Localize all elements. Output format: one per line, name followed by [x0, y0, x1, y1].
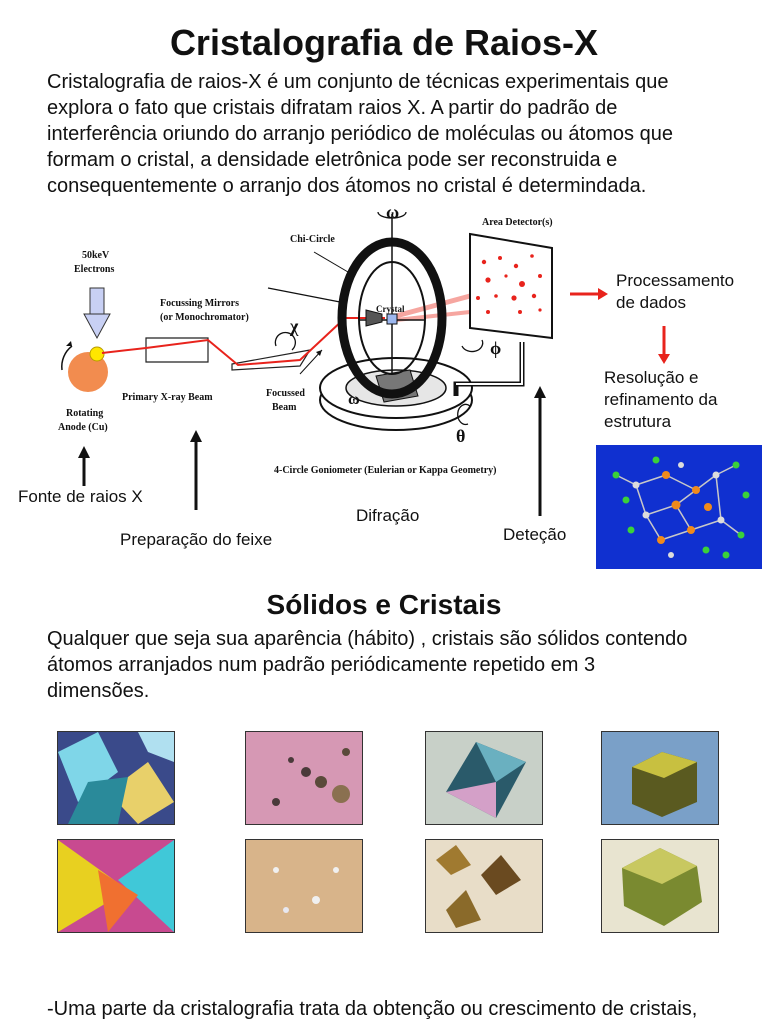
- rotation-arrow-icon: [61, 345, 73, 371]
- mirror-icon: [231, 349, 312, 371]
- area-detector-label: Area Detector(s): [482, 217, 553, 228]
- omega-symbol: ω: [386, 202, 399, 222]
- beam-prep-label: Preparação do feixe: [120, 530, 273, 549]
- theta-rotation-arrow-icon: [457, 403, 471, 426]
- footer-text: -Uma parte da cristalografia trata da ob…: [47, 998, 698, 1020]
- crystal-icon: [386, 313, 398, 325]
- goniometer-label: 4-Circle Goniometer (Eulerian or Kappa G…: [274, 465, 496, 476]
- source-label: Fonte de raios X: [18, 487, 143, 506]
- section-paragraph: Qualquer que seja sua aparência (hábito)…: [47, 628, 688, 702]
- mirror-icon: [145, 337, 209, 363]
- red-arrow-icon: [658, 326, 670, 364]
- chi-circle-label: Chi-Circle: [290, 234, 335, 245]
- molecular-structure-image: [596, 445, 762, 569]
- crystal-photo: [425, 839, 543, 933]
- phi-rotation-arrow-icon: [461, 339, 484, 353]
- diffraction-label: Difração: [356, 506, 420, 525]
- crystal-photo: [57, 839, 175, 933]
- anode-label: Anode (Cu): [58, 422, 108, 433]
- up-arrow-icon: [190, 430, 202, 510]
- diffractometer-diagram: 50keV Electrons Rotating Anode (Cu) Focu…: [58, 202, 670, 516]
- intro-line: formam o cristal, a densidade eletrônica…: [47, 149, 618, 171]
- electrons-label: 50keV: [82, 250, 110, 261]
- detection-label: Deteção: [503, 525, 567, 544]
- theta-symbol: θ: [456, 426, 465, 446]
- electron-arrow-icon: [83, 287, 111, 340]
- area-detector-icon: [469, 232, 553, 340]
- focussed-beam-label: Beam: [272, 402, 297, 413]
- crystal-label: Crystal: [376, 304, 405, 314]
- crystal-photo: [601, 731, 719, 825]
- resolution-label: Resolução e refinamento da estrutura: [604, 368, 718, 431]
- red-arrow-icon: [570, 288, 608, 300]
- phi-symbol: ϕ: [490, 338, 501, 358]
- chi-rotation-arrow-icon: [274, 331, 296, 351]
- intro-line: interferência oriundo do arranjo periódi…: [47, 123, 673, 145]
- crystal-photo: [57, 731, 175, 825]
- intro-paragraph: Cristalografia de raios-X é um conjunto …: [47, 69, 673, 199]
- mirrors-label: Focussing Mirrors: [160, 298, 239, 309]
- focal-spot-icon: [89, 346, 105, 362]
- intro-line: consequentemente o arranjo dos átomos no…: [47, 175, 647, 197]
- intro-line: explora o fato que cristais difratam rai…: [47, 97, 618, 119]
- anode-icon: [68, 352, 108, 392]
- diffracted-beam: [395, 293, 471, 319]
- intro-line: Cristalografia de raios-X é um conjunto …: [47, 71, 669, 93]
- up-arrow-icon: [78, 446, 90, 486]
- chi-symbol: χ: [289, 316, 299, 336]
- crystal-photo: [245, 839, 363, 933]
- primary-beam-label: Primary X-ray Beam: [122, 392, 213, 403]
- crystal-photo: [601, 839, 719, 933]
- diffraction-spots: [476, 254, 542, 314]
- processing-label: Processamento de dados: [616, 271, 735, 312]
- mirrors-label: (or Monochromator): [160, 312, 249, 323]
- section-title: Sólidos e Cristais: [266, 589, 502, 620]
- crystal-photo: [245, 731, 363, 825]
- crystal-photo: [425, 731, 543, 825]
- omega-symbol: ω: [348, 391, 360, 408]
- up-arrow-icon: [534, 386, 546, 516]
- electrons-label: Electrons: [74, 264, 114, 275]
- focussed-beam-label: Focussed: [266, 388, 305, 399]
- anode-label: Rotating: [66, 408, 103, 419]
- page-title: Cristalografia de Raios-X: [169, 22, 599, 63]
